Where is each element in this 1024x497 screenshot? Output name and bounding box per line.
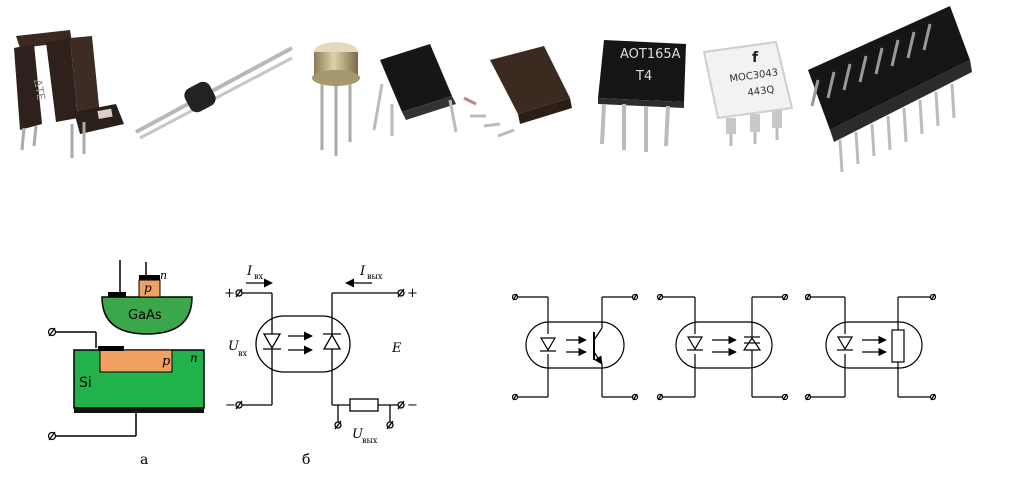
dip16-chip-image: [808, 6, 972, 173]
label-si: Si: [79, 375, 92, 391]
emf-label: E: [391, 341, 402, 356]
plus-right: +: [407, 286, 418, 301]
slotted-optosensor-image: ΔΤΕ: [14, 30, 124, 158]
label-p-top: p: [144, 281, 152, 295]
small-dip-image: [372, 44, 458, 136]
gaas-p-region: [138, 279, 161, 298]
figure-b-circuit: [235, 278, 405, 430]
current-in-label: I: [246, 264, 253, 279]
sip-component-image: [463, 46, 572, 138]
plus-left: +: [224, 286, 235, 301]
voltage-out-sub: вых: [362, 436, 378, 445]
si-p-region: [99, 349, 173, 373]
moc-marking-line2: 443Q: [747, 84, 775, 99]
figure-a-structure: p n GaAs p n Si а: [47, 260, 205, 468]
label-n-top: n: [160, 269, 167, 282]
optocoupler-resistor-symbol: [804, 293, 937, 401]
chip-marking-line2: T4: [635, 69, 652, 84]
chip-marking-line1: AOT165A: [620, 47, 681, 62]
load-resistor: [349, 398, 379, 412]
label-gaas: GaAs: [128, 308, 162, 323]
minus-right: −: [407, 398, 418, 413]
voltage-in-sub: вх: [238, 349, 248, 358]
optocoupler-diode-symbol: [656, 293, 789, 401]
moc3043-optocoupler-image: f MOC3043 443Q: [702, 40, 794, 146]
aot165a-chip-image: AOT165A T4: [598, 40, 686, 152]
voltage-in-label: U: [228, 339, 240, 354]
voltage-out-label: U: [352, 427, 364, 442]
label-p-bottom: p: [162, 354, 171, 369]
caption-b: б: [302, 452, 310, 468]
minus-left: −: [225, 398, 236, 413]
current-in-sub: вх: [254, 272, 264, 281]
gaas-emitter: [101, 296, 193, 335]
current-out-label: I: [359, 264, 366, 279]
moc-logo: f: [752, 50, 759, 66]
current-out-sub: вых: [367, 272, 383, 281]
axial-component-image: [135, 46, 293, 140]
caption-a: а: [140, 452, 148, 468]
optocoupler-body-b: [255, 315, 351, 373]
metal-can-image: [312, 42, 360, 156]
figure-b-labels: + − + − I вх I вых U вх U вых E б: [224, 264, 418, 468]
sensor-marking: ΔΤΕ: [31, 78, 47, 101]
optocoupler-transistor-symbol: [511, 293, 639, 401]
label-n-bottom: n: [190, 351, 198, 365]
